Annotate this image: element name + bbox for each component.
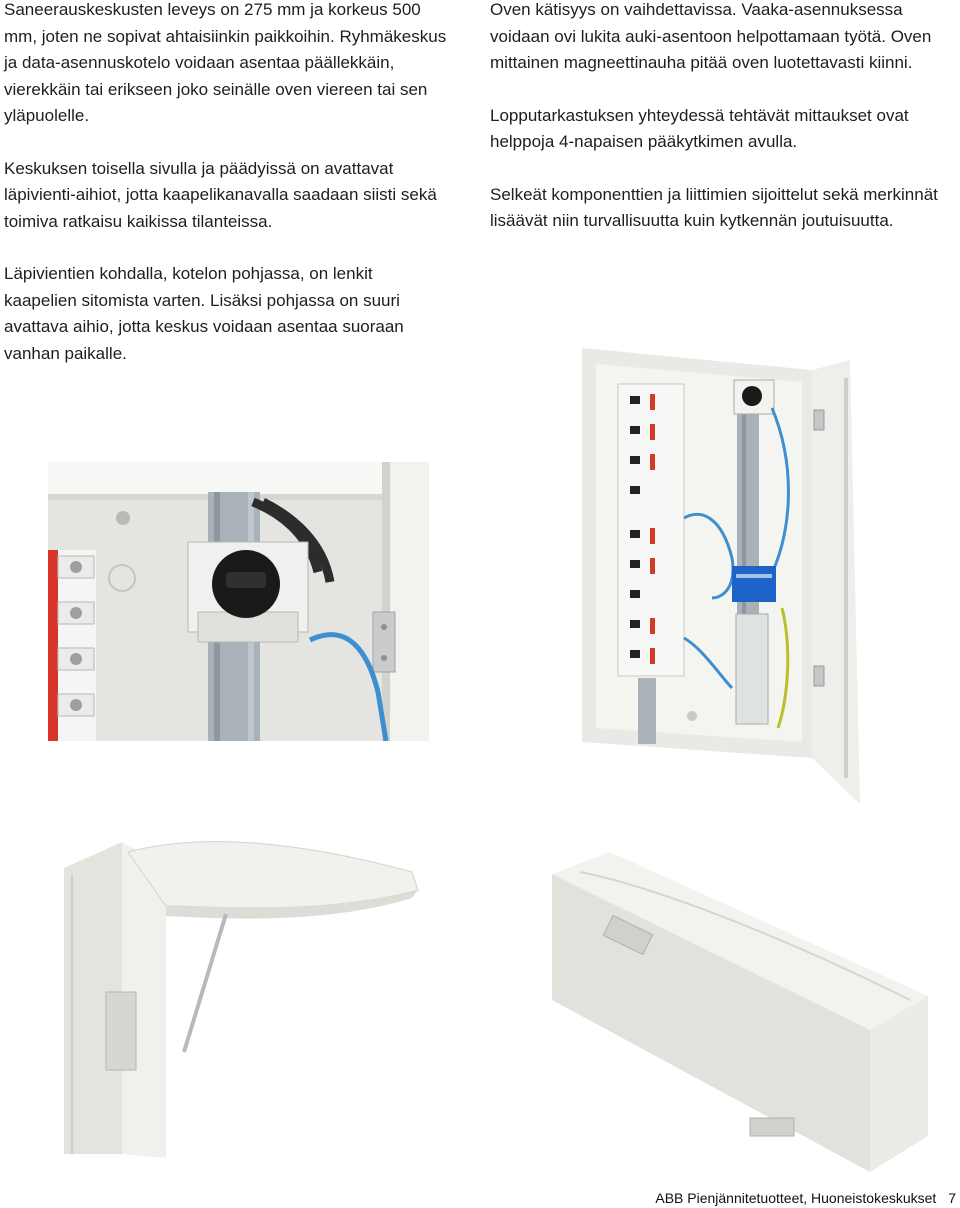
paragraph-knockouts: Keskuksen toisella sivulla ja päädyissä …: [4, 158, 437, 231]
photo-enclosure-lid-open: [62, 832, 430, 1158]
photo-open-distribution-board: [582, 348, 862, 812]
paragraph-measurements: Lopputarkastuksen yhteydessä tehtävät mi…: [490, 105, 909, 152]
right-text-column: Oven kätisyys on vaihdettavissa. Vaaka-a…: [490, 0, 956, 235]
paragraph-door: Oven kätisyys on vaihdettavissa. Vaaka-a…: [490, 0, 932, 72]
photo-enclosure-lid-closed: [550, 850, 930, 1174]
photo-main-switch-closeup: [48, 462, 429, 741]
paragraph-dimensions: Saneerauskeskusten leveys on 275 mm ja k…: [4, 0, 447, 125]
footer-title: Pienjännitetuotteet, Huoneistokeskukset: [687, 1190, 937, 1206]
left-text-column: Saneerauskeskusten leveys on 275 mm ja k…: [4, 0, 448, 367]
page-number: 7: [948, 1190, 956, 1206]
footer-brand: ABB: [655, 1190, 684, 1206]
paragraph-cable-loops: Läpivientien kohdalla, kotelon pohjassa,…: [4, 264, 404, 363]
page-footer: ABB Pienjännitetuotteet, Huoneistokeskuk…: [655, 1190, 956, 1206]
paragraph-layout: Selkeät komponenttien ja liittimien sijo…: [490, 184, 938, 231]
